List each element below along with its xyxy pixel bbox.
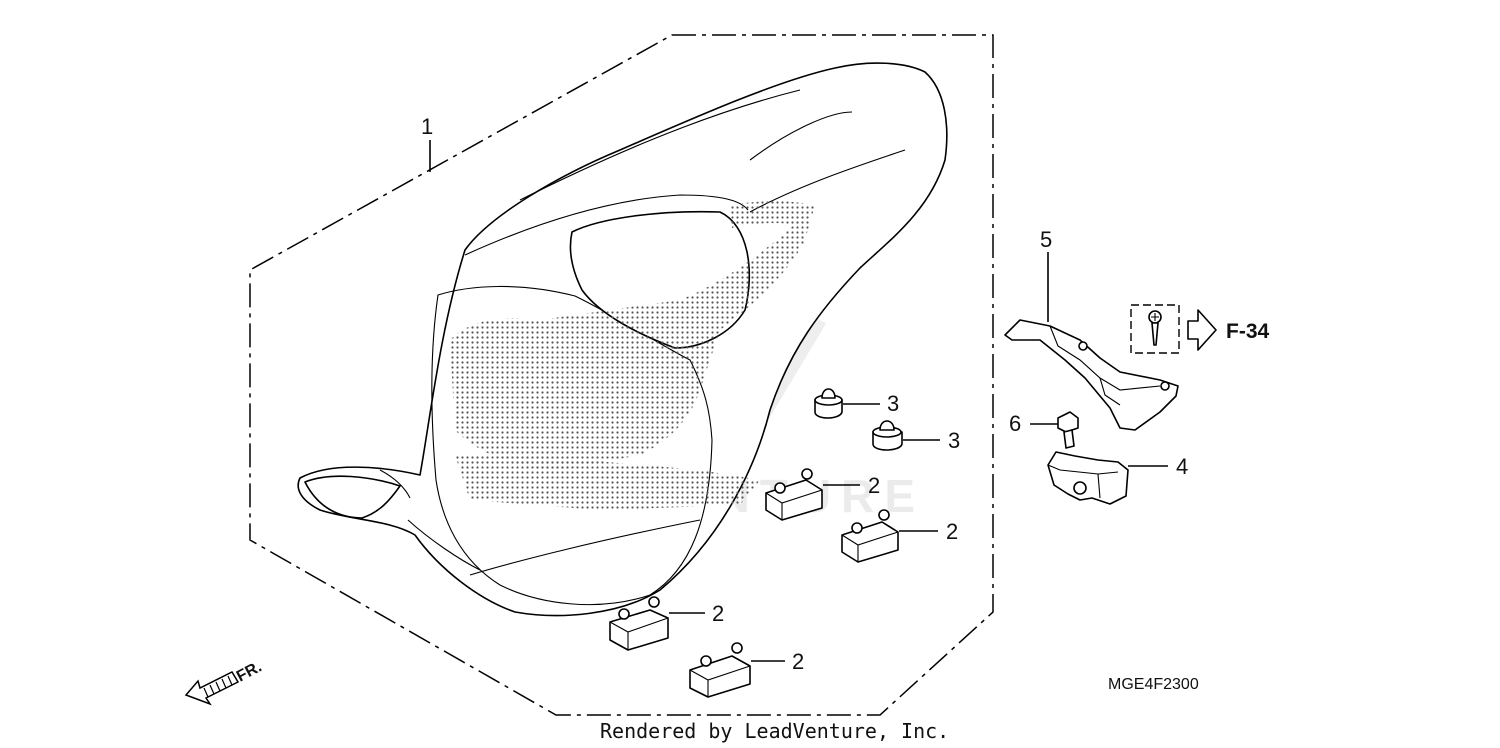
callout-3a[interactable]: 3 xyxy=(887,391,899,416)
rubber-block-2a[interactable] xyxy=(765,468,823,521)
rubber-block-2b[interactable] xyxy=(841,509,899,563)
screw-reference-box xyxy=(1130,304,1180,354)
callout-3b[interactable]: 3 xyxy=(948,428,960,453)
bolt-6[interactable] xyxy=(1057,411,1079,449)
rubber-cushion-3b[interactable] xyxy=(872,420,903,451)
seat-lock-bracket-5[interactable] xyxy=(1004,319,1179,431)
callout-6[interactable]: 6 xyxy=(1009,411,1021,436)
screw-icon[interactable] xyxy=(1148,310,1162,346)
front-direction-arrow-icon xyxy=(184,671,240,706)
diagram-code: MGE4F2300 xyxy=(1108,676,1199,693)
callout-1[interactable]: 1 xyxy=(421,114,433,139)
callout-4[interactable]: 4 xyxy=(1176,454,1188,479)
callout-5[interactable]: 5 xyxy=(1040,227,1052,252)
reference-f34-link[interactable]: F-34 xyxy=(1226,320,1270,343)
callout-2a[interactable]: 2 xyxy=(868,473,880,498)
rubber-cushion-3a[interactable] xyxy=(814,388,843,419)
reference-arrow-icon xyxy=(1187,309,1217,351)
assembly-boundary xyxy=(249,34,994,716)
callout-2d[interactable]: 2 xyxy=(792,649,804,674)
rubber-block-2c[interactable] xyxy=(609,596,669,651)
footer-credit: Rendered by LeadVenture, Inc. xyxy=(600,719,949,743)
callout-2b[interactable]: 2 xyxy=(946,519,958,544)
seat-assembly[interactable] xyxy=(297,62,948,617)
rubber-block-2d[interactable] xyxy=(689,642,751,698)
seat-latch-4[interactable] xyxy=(1047,451,1129,505)
front-direction-arrow-hatch xyxy=(203,675,233,698)
callout-2c[interactable]: 2 xyxy=(712,601,724,626)
